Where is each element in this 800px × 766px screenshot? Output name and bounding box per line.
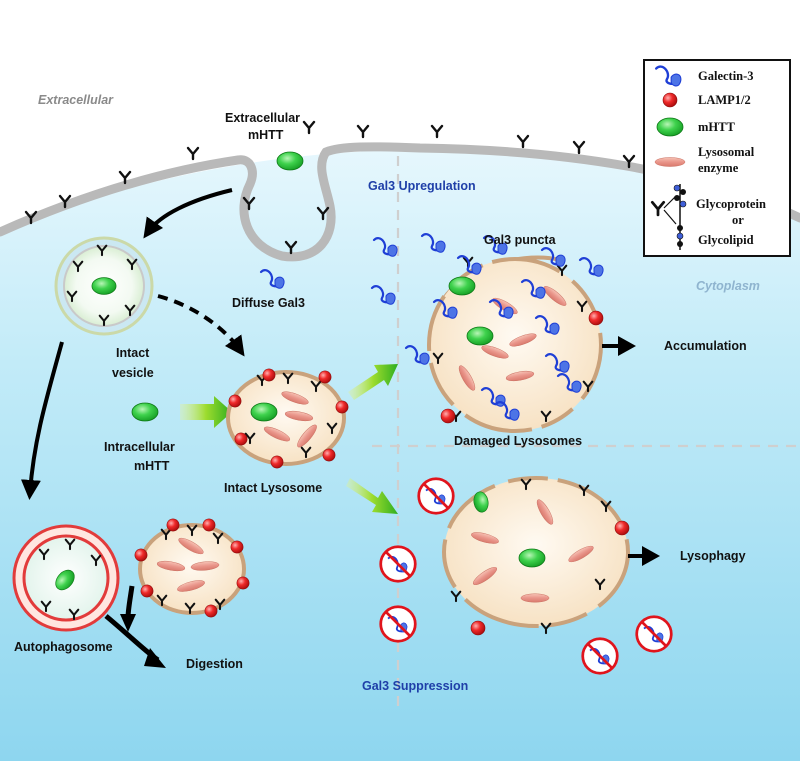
extracellular-mhtt-particle xyxy=(276,151,304,171)
legend-label-mhtt: mHTT xyxy=(698,120,735,134)
autophagosome-label: Autophagosome xyxy=(14,640,113,654)
legend: Galectin-3 LAMP1/2 mHTT Lysosomal enzyme… xyxy=(643,59,791,257)
enzyme-icon xyxy=(654,157,686,167)
damaged-lysosomes-label: Damaged Lysosomes xyxy=(454,434,582,448)
intact-lysosome xyxy=(226,368,349,469)
extracellular-mhtt-label-line2: mHTT xyxy=(248,128,284,142)
extracellular-mhtt-label-line1: Extracellular xyxy=(225,111,300,125)
legend-label-glycan-line2: or xyxy=(732,213,744,227)
legend-label-lamp: LAMP1/2 xyxy=(698,93,751,107)
intracellular-mhtt-particle xyxy=(131,402,159,422)
legend-label-enzyme-line2: enzyme xyxy=(698,161,739,175)
autophagy-arrow xyxy=(20,341,64,500)
intact-vesicle-label-line2: vesicle xyxy=(112,366,154,380)
diffuse-gal3-label: Diffuse Gal3 xyxy=(232,296,305,310)
damaged-lysosome-upregulation xyxy=(427,255,604,433)
glycan-chain-icon xyxy=(673,184,687,250)
legend-label-enzyme-line1: Lysosomal xyxy=(698,145,755,159)
cell-membrane xyxy=(0,142,800,262)
accumulation-label: Accumulation xyxy=(664,339,747,353)
glycan-icon xyxy=(650,184,687,250)
intracellular-mhtt-label-line2: mHTT xyxy=(134,459,170,473)
gal3-puncta-label: Gal3 puncta xyxy=(484,233,557,247)
legend-label-glycan-line3: Glycolipid xyxy=(698,233,754,247)
lysophagy-arrow xyxy=(628,546,660,566)
intact-vesicle-label-line1: Intact xyxy=(116,346,150,360)
uptake-gradient-arrow xyxy=(180,396,232,428)
gal3-suppression-label: Gal3 Suppression xyxy=(362,679,468,693)
intact-vesicle xyxy=(54,236,154,336)
intracellular-mhtt-label-line1: Intracellular xyxy=(104,440,175,454)
upregulation-gradient-arrow xyxy=(348,364,398,400)
endocytosis-arrow xyxy=(143,188,233,239)
intact-lysosome-label: Intact Lysosome xyxy=(224,481,322,495)
small-lysosome xyxy=(134,518,250,618)
accumulation-arrow xyxy=(602,336,636,356)
digestion-arrows xyxy=(104,585,166,668)
digestion-label: Digestion xyxy=(186,657,243,671)
autophagosome xyxy=(12,524,120,632)
lysophagy-label: Lysophagy xyxy=(680,549,746,563)
gal3-upregulation-label: Gal3 Upregulation xyxy=(368,179,476,193)
lamp-icon xyxy=(662,92,678,108)
suppression-gradient-arrow xyxy=(346,478,398,514)
cytoplasm-region-label: Cytoplasm xyxy=(696,279,760,293)
extracellular-region-label: Extracellular xyxy=(38,93,114,107)
legend-label-glycan-line1: Glycoprotein xyxy=(696,197,766,211)
damaged-lysosome-suppression xyxy=(442,476,630,636)
fusion-dashed-arrow xyxy=(157,294,245,357)
mhtt-icon xyxy=(656,117,684,137)
legend-label-galectin3: Galectin-3 xyxy=(698,69,754,83)
